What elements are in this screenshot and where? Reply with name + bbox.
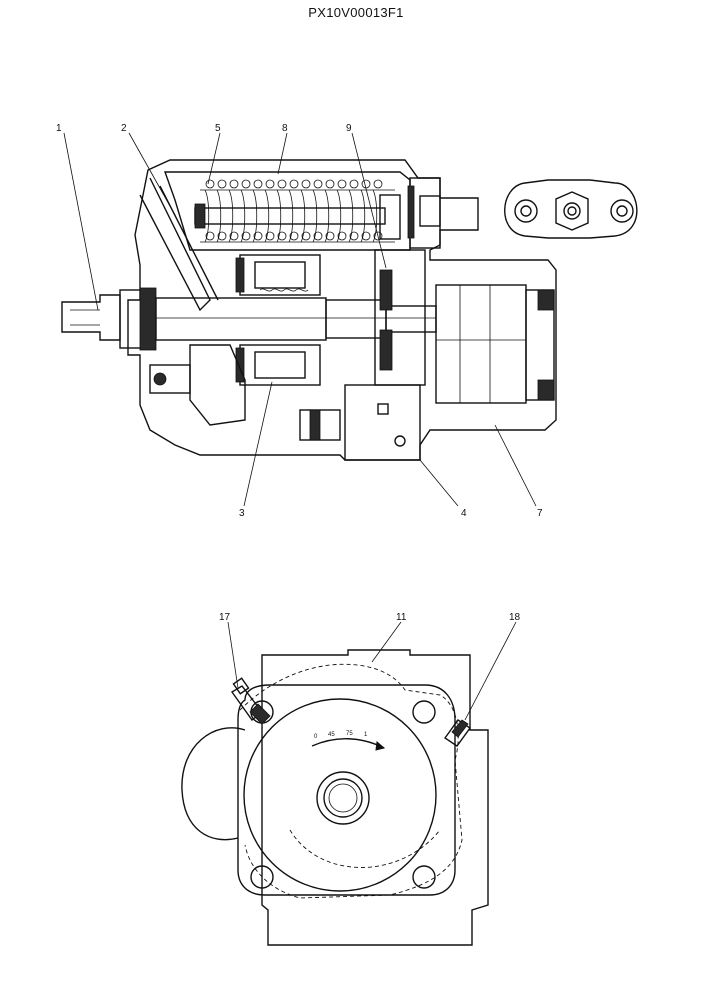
callout-8: 8 [282, 123, 288, 134]
pump-end-view: 0 45 75 1 17 [181, 612, 521, 946]
callout-17: 17 [219, 612, 231, 623]
scale-mark-75: 75 [346, 731, 353, 737]
callout-3: 3 [239, 508, 245, 519]
pump-section-view: 1 2 5 8 9 3 4 7 [56, 123, 557, 519]
flange-detail [504, 179, 638, 239]
scale-mark-1: 1 [364, 732, 368, 738]
callout-5: 5 [215, 123, 221, 134]
gear-pump [435, 284, 555, 404]
callout-7: 7 [537, 508, 543, 519]
callout-9: 9 [346, 123, 352, 134]
callout-11: 11 [396, 612, 407, 623]
callout-4: 4 [461, 508, 467, 519]
fitting-18 [444, 719, 471, 747]
valve-block [344, 249, 426, 461]
control-spring [194, 179, 401, 243]
fitting-17 [230, 677, 271, 725]
callout-18: 18 [509, 612, 521, 623]
dial-scale: 0 45 75 1 [311, 731, 386, 751]
scale-mark-0: 0 [314, 734, 318, 740]
document-id: PX10V00013F1 [308, 5, 404, 20]
rotation-arrow-icon [375, 741, 386, 751]
scale-mark-45: 45 [328, 732, 335, 738]
callout-1: 1 [56, 123, 62, 134]
callouts-bottom: 17 11 18 [219, 612, 521, 721]
callout-2: 2 [121, 123, 127, 134]
cylinder-block [235, 254, 321, 386]
callouts-top: 1 2 5 8 9 3 4 7 [56, 123, 543, 519]
drive-shaft [61, 287, 437, 351]
